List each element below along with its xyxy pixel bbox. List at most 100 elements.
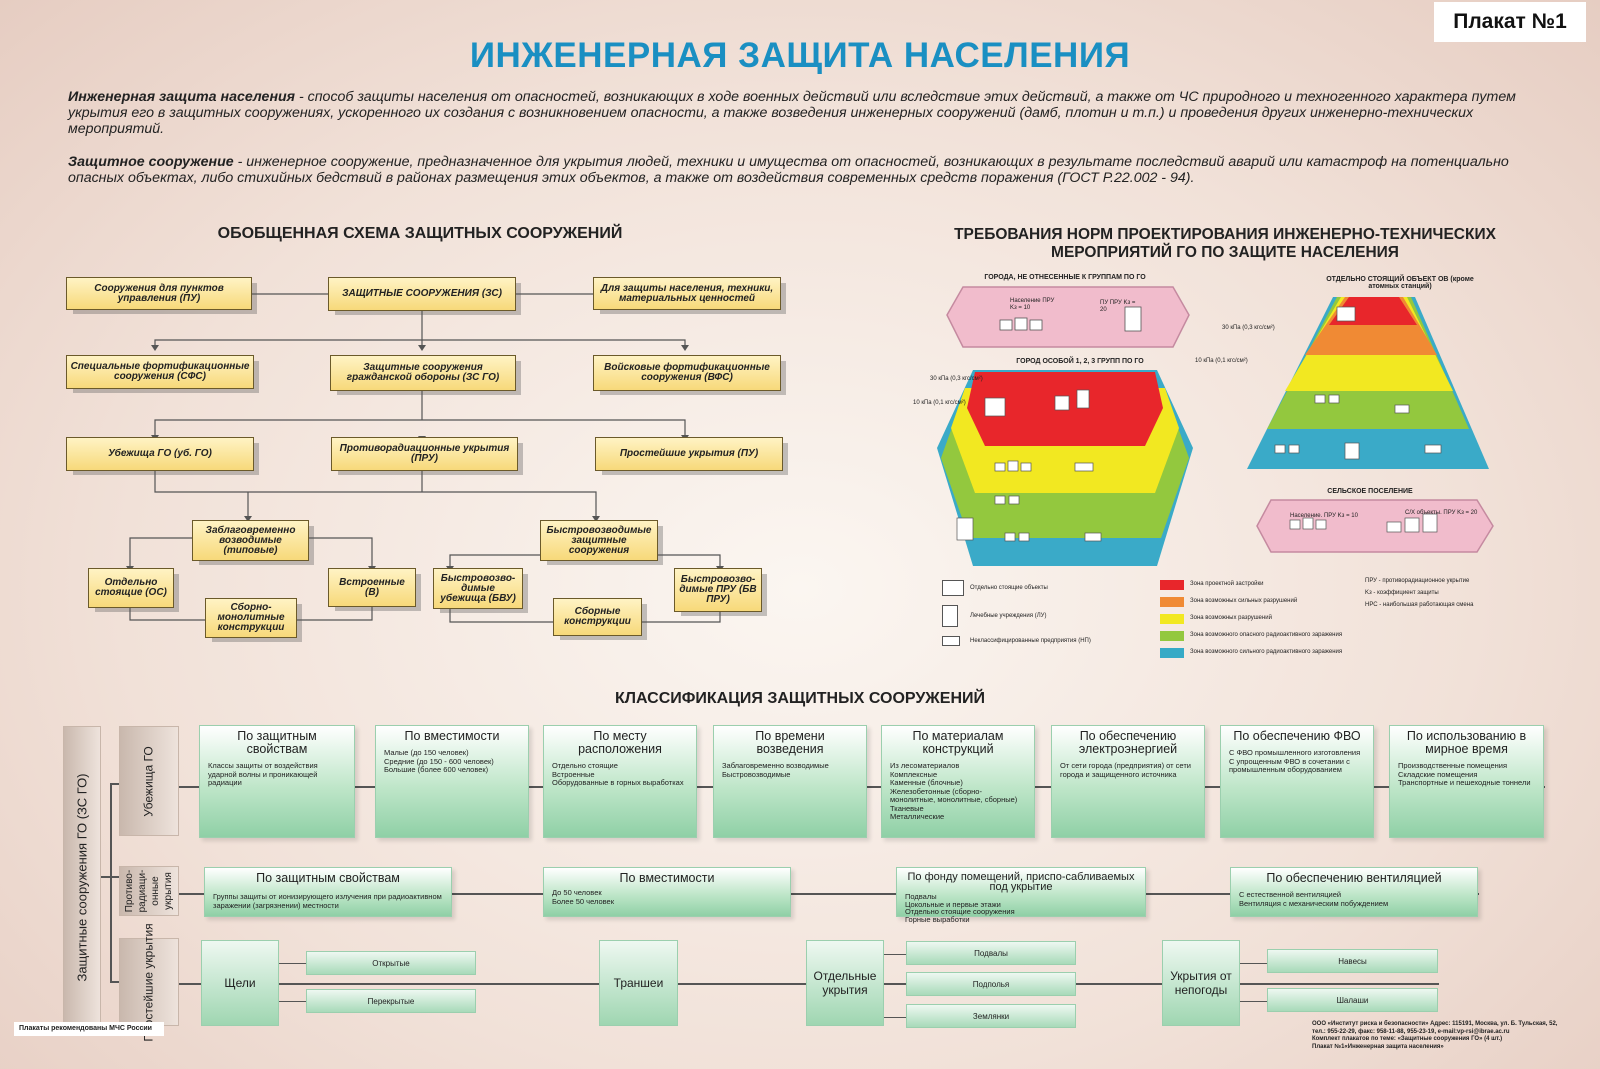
side-label-text: Защитные сооружения ГО (ЗС ГО) xyxy=(74,772,90,982)
footer-line: Плакат №1«Инженерная защита населения» xyxy=(1312,1043,1444,1050)
card-heading: По вместимости xyxy=(619,871,715,885)
legend-swatch xyxy=(1160,613,1184,624)
classification-title: КЛАССИФИКАЦИЯ ЗАЩИТНЫХ СООРУЖЕНИЙ xyxy=(614,690,985,707)
footer-recommendation: Плакаты рекомендованы МЧС России xyxy=(14,1022,164,1036)
legend-item: Зона возможных разрушений xyxy=(1160,610,1370,627)
definition-term: Инженерная защита населения xyxy=(68,89,296,105)
definition-text: - способ защиты населения от опасностей,… xyxy=(68,89,1516,137)
label-rural-agri: С/Х объекты. ПРУ Kз = 20 xyxy=(1405,510,1478,516)
definition-text: - инженерное сооружение, предназначенное… xyxy=(68,154,1509,186)
box-zs-go: Защитные сооружения гражданской обороны … xyxy=(330,355,516,391)
ov-zones-pyramid xyxy=(1247,297,1489,469)
card-heading: По защитным свойствам xyxy=(256,871,400,885)
box-vfs: Войсковые фортификационные сооружения (В… xyxy=(593,355,781,391)
abbr-item: Kз - коэффициент защиты xyxy=(1365,590,1439,596)
footer-line: ООО «Институт риска и безопасности» Адре… xyxy=(1312,1021,1558,1027)
card-heading: По месту расположения xyxy=(578,729,662,756)
box-bvu: Быстровозво-димые убежища (БВУ) xyxy=(433,568,523,609)
side-label-zs-go: Защитные сооружения ГО (ЗС ГО) xyxy=(63,726,101,1028)
connector xyxy=(883,954,907,955)
box-advance-built: Заблаговременно возводимые (типовые) xyxy=(192,520,309,561)
hospital-icon xyxy=(942,605,958,627)
legend-label: Зона возможного опасного радиоактивного … xyxy=(1190,632,1343,638)
connector xyxy=(1239,1001,1267,1002)
label-pressure-30: 30 кПа (0,3 кгс/см²) xyxy=(930,376,983,382)
label-city-special: ГОРОД ОСОБОЙ 1, 2, 3 ГРУПП ПО ГО xyxy=(1016,358,1144,365)
card-text: С ФВО промышленного изготовления С упрощ… xyxy=(1229,748,1361,774)
card-text: Заблаговременно возводимые Быстровозводи… xyxy=(722,761,829,779)
card-text: Отдельно стоящие Встроенные Оборудованны… xyxy=(552,761,684,787)
box-protection-purpose: Для защиты населения, техники, материаль… xyxy=(593,277,781,310)
box-pru: Противорадиационные укрытия (ПРУ) xyxy=(331,437,518,471)
card-heading: По защитным свойствам xyxy=(237,729,317,756)
label-pu-pru20: ПУ ПРУ Kз = 20 xyxy=(1100,300,1136,313)
label-object-ov: ОТДЕЛЬНО СТОЯЩИЙ ОБЪЕКТ ОВ (кроме атомны… xyxy=(1326,276,1474,290)
abbreviations: ПРУ - противорадиационное укрытие Kз - к… xyxy=(1365,578,1565,614)
box-rapid-built: Быстровозводимые защитные сооружения xyxy=(540,520,658,561)
connector xyxy=(278,963,306,964)
box-dugouts: Землянки xyxy=(906,1004,1076,1028)
poster-number: Плакат №1 xyxy=(1434,2,1586,42)
definition-term: Защитное сооружение xyxy=(68,154,234,170)
row-label-simple: Простейшие укрытия xyxy=(119,923,179,1041)
scheme-connectors xyxy=(126,293,724,623)
building-icon xyxy=(942,580,964,596)
card-heading: По материалам конструкций xyxy=(912,729,1004,756)
card-text: Производственные помещения Складские пом… xyxy=(1398,761,1531,787)
box-built-in: Встроенные (В) xyxy=(328,568,416,607)
box-prefab: Сборные конструкции xyxy=(553,598,642,636)
row-label-shelters: Убежища ГО xyxy=(119,726,179,836)
legend-swatch xyxy=(1160,630,1184,641)
icon-legend-item: Неклассифицированные предприятия (НП) xyxy=(942,630,1092,652)
card-text: Подвалы Цокольные и первые этажи Отдельн… xyxy=(905,892,1015,924)
card-heading: По вместимости xyxy=(404,729,500,743)
card-heading: По фонду помещений, приспо-сабливаемых п… xyxy=(907,871,1135,893)
box-huts: Шалаши xyxy=(1267,988,1438,1012)
card-heading: По времени возведения xyxy=(755,729,825,756)
label-rural: СЕЛЬСКОЕ ПОСЕЛЕНИЕ xyxy=(1327,488,1413,495)
box-canopies: Навесы xyxy=(1267,949,1438,973)
abbr-item: НРС - наибольшая работающая смена xyxy=(1365,602,1474,608)
icon-legend-label: Отдельно стоящие объекты xyxy=(970,584,1048,591)
box-weather-shelters: Укрытия от непогоды xyxy=(1162,940,1240,1026)
card-text: От сети города (предприятия) от сети гор… xyxy=(1060,761,1191,779)
label-ov-pressure-10: 10 кПа (0,1 кгс/см²) xyxy=(1195,358,1248,364)
connector xyxy=(1239,963,1267,964)
norms-title-line2: МЕРОПРИЯТИЙ ГО ПО ЗАЩИТЕ НАСЕЛЕНИЯ xyxy=(1051,244,1399,261)
box-control-points: Сооружения для пунктов управления (ПУ) xyxy=(66,277,252,310)
definition-engineering: Инженерная защита населения - способ защ… xyxy=(68,89,1548,137)
card-heading: По обеспечению вентиляцией xyxy=(1266,871,1442,885)
legend-item: Зона проектной застройки xyxy=(1160,576,1370,593)
box-covered: Перекрытые xyxy=(306,989,476,1013)
legend-swatch xyxy=(1160,579,1184,590)
row-label-text: Противо-радиаци-онные укрытия xyxy=(124,869,174,913)
box-basements: Подвалы xyxy=(906,941,1076,965)
footer-line: Комплект плакатов по теме: «Защитные соо… xyxy=(1312,1036,1503,1042)
card-text: Группы защиты от ионизирующего излучения… xyxy=(213,892,442,910)
scheme-title: ОБОБЩЕННАЯ СХЕМА ЗАЩИТНЫХ СООРУЖЕНИЙ xyxy=(217,225,623,242)
footer-publisher: ООО «Институт риска и безопасности» Адре… xyxy=(1312,1021,1592,1051)
box-bv-pru: Быстровозво-димые ПРУ (БВ ПРУ) xyxy=(674,568,762,612)
norms-title-line1: ТРЕБОВАНИЯ НОРМ ПРОЕКТИРОВАНИЯ ИНЖЕНЕРНО… xyxy=(954,226,1496,243)
card-text: Малые (до 150 человек) Средние (до 150 -… xyxy=(384,748,494,774)
norms-title: ТРЕБОВАНИЯ НОРМ ПРОЕКТИРОВАНИЯ ИНЖЕНЕРНО… xyxy=(880,226,1570,262)
legend-swatch xyxy=(1160,596,1184,607)
connector xyxy=(110,783,112,983)
row-label-text: Убежища ГО xyxy=(141,745,156,817)
legend-item: Зона возможного опасного радиоактивного … xyxy=(1160,627,1370,644)
legend-label: Зона возможных сильных разрушений xyxy=(1190,598,1298,604)
page-title: ИНЖЕНЕРНАЯ ЗАЩИТА НАСЕЛЕНИЯ xyxy=(469,36,1131,75)
box-shelters: Убежища ГО (уб. ГО) xyxy=(66,437,254,471)
label-population-pru10: Население ПРУ Kз = 10 xyxy=(1010,298,1055,311)
box-separate-shelters: Отдельные укрытия xyxy=(806,940,884,1026)
label-pressure-10: 10 кПа (0,1 кгс/см²) xyxy=(913,400,966,406)
footer-line: тел.: 955-22-29, факс: 958-11-88, 955-23… xyxy=(1312,1028,1510,1035)
